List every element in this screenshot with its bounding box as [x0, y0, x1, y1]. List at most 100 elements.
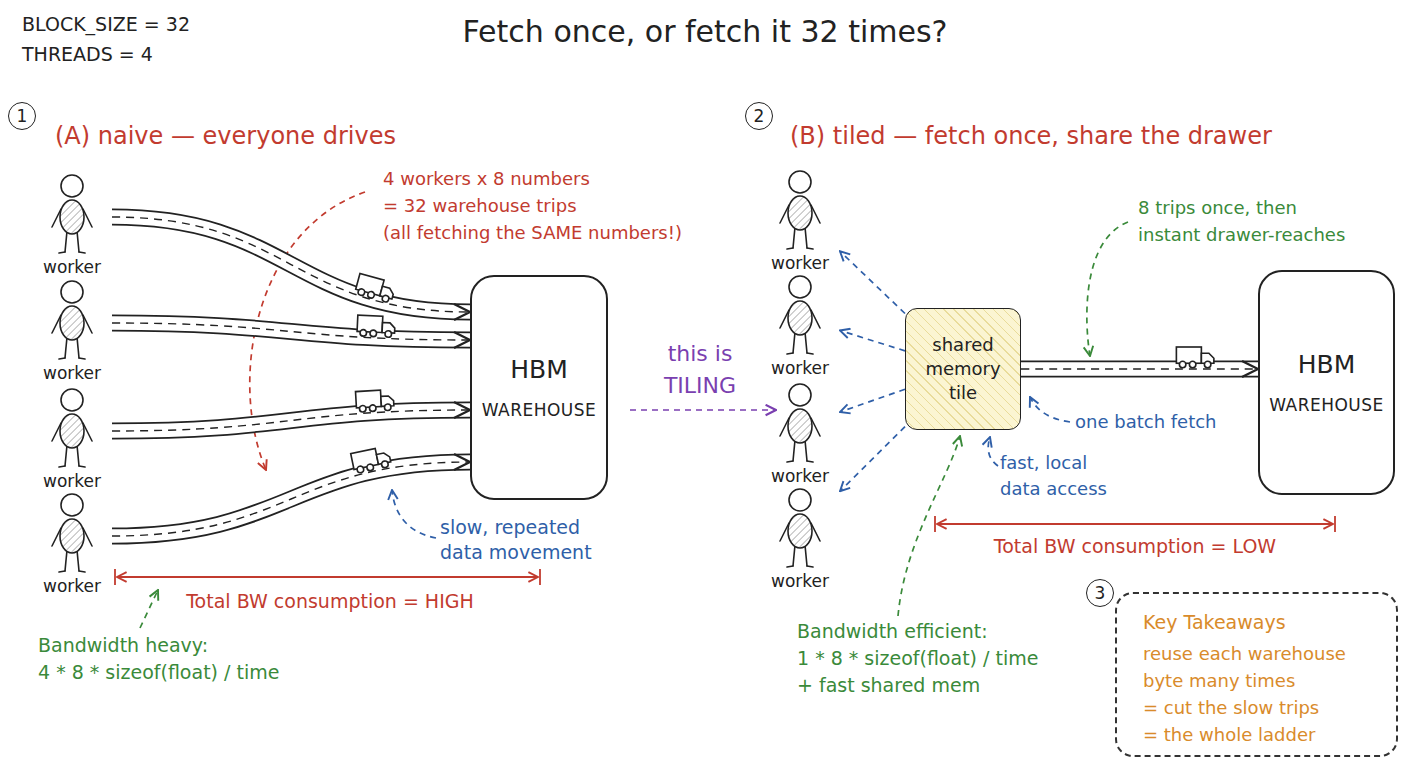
annotation-label: 4 workers x 8 numbers = 32 warehouse tri…	[383, 165, 682, 246]
dimension-tick	[934, 516, 936, 532]
figure-head	[789, 384, 811, 406]
text-line: 1 * 8 * sizeof(float) / time	[797, 645, 1038, 672]
figure-limb	[77, 445, 79, 466]
truck-wheel	[367, 291, 375, 299]
worker-figure-node: worker	[32, 387, 112, 491]
annotation-label: this is TILING	[664, 338, 736, 402]
dimension-arrow	[117, 576, 538, 578]
node-body-text: WAREHOUSE	[1269, 395, 1384, 415]
road-centerline	[1021, 368, 1258, 369]
figure-limb	[77, 231, 79, 252]
node-text: worker	[760, 253, 840, 273]
dimension-arrow	[937, 523, 1333, 525]
truck-icon	[351, 446, 392, 474]
text-line: slow, repeated	[440, 515, 592, 540]
figure-limb	[59, 358, 65, 359]
dashed-arrow	[840, 251, 905, 313]
road-surface	[112, 410, 470, 431]
node-body-text: reuse each warehouse byte many times = c…	[1143, 640, 1386, 748]
figure-limb	[65, 231, 67, 252]
road-connector	[112, 410, 470, 431]
worker-figure-node: worker	[760, 382, 840, 486]
text-line: = cut the slow trips	[1143, 694, 1386, 721]
figure-head	[61, 389, 83, 411]
road-surface	[112, 323, 470, 340]
text-line: = 32 warehouse trips	[383, 192, 682, 219]
node-text: HBM	[1298, 350, 1356, 379]
truck-cargo	[356, 390, 382, 408]
figure-limb	[79, 358, 85, 359]
text-line: = the whole ladder	[1143, 721, 1386, 748]
worker-figure-node: worker	[760, 487, 840, 591]
callout-number: 1	[8, 102, 36, 130]
figure-limb	[59, 252, 65, 253]
truck-wheel	[370, 330, 377, 337]
truck-wheel	[359, 405, 366, 412]
leader-arrow	[988, 437, 998, 466]
text-line: TILING	[664, 370, 736, 402]
figure-limb	[65, 445, 67, 466]
text-line: 4 * 8 * sizeof(float) / time	[38, 659, 279, 686]
truck-wheel	[384, 404, 391, 411]
text-line: fast, local	[1000, 450, 1107, 476]
text-line: reuse each warehouse	[1143, 640, 1386, 667]
text-line: byte many times	[1143, 667, 1386, 694]
text-line: data access	[1000, 476, 1107, 502]
truck-wheel	[357, 288, 365, 296]
dimension-tick	[1334, 516, 1336, 532]
annotation-label: Total BW consumption = LOW	[994, 534, 1276, 559]
annotation-label: THREADS = 4	[22, 42, 153, 67]
figure-head	[61, 281, 83, 303]
hbm-warehouse-box: HBMWAREHOUSE	[470, 275, 608, 500]
road-edge	[112, 462, 470, 536]
annotation-label: Total BW consumption = HIGH	[186, 589, 474, 614]
road-edge	[112, 323, 470, 340]
figure-body	[788, 196, 812, 230]
truck-wheel	[1204, 361, 1211, 368]
leader-arrow	[1030, 397, 1070, 422]
worker-figure	[760, 169, 840, 253]
diagram-title: Fetch once, or fetch it 32 times?	[463, 14, 948, 49]
text-line: 8 trips once, then	[1138, 194, 1345, 221]
road-connector	[112, 323, 470, 340]
truck-wheel	[382, 295, 390, 303]
node-text: worker	[32, 257, 112, 277]
worker-figure-node: worker	[760, 169, 840, 273]
text-line: shared	[925, 333, 1000, 357]
worker-figure	[32, 173, 112, 257]
figure-limb	[59, 571, 65, 572]
text-line: + fast shared mem	[797, 672, 1038, 699]
figure-limb	[805, 227, 807, 248]
truck-wheel	[381, 460, 389, 468]
node-body-text: WAREHOUSE	[482, 400, 597, 420]
annotation-label: Bandwidth heavy: 4 * 8 * sizeof(float) /…	[38, 632, 279, 686]
figure-body	[60, 519, 84, 553]
node-text: worker	[760, 358, 840, 378]
text-line: this is	[664, 338, 736, 370]
road-centerline	[112, 323, 470, 340]
text-line: memory	[925, 357, 1000, 381]
leader-arrow	[1087, 222, 1128, 356]
figure-limb	[807, 248, 813, 249]
worker-figure-node: worker	[32, 492, 112, 596]
annotation-label: slow, repeated data movement	[440, 515, 592, 565]
figure-body	[788, 514, 812, 548]
node-text: worker	[32, 363, 112, 383]
node-text: worker	[32, 576, 112, 596]
figure-head	[789, 171, 811, 193]
dashed-connector	[840, 251, 905, 313]
figure-limb	[65, 550, 67, 571]
figure-head	[61, 494, 83, 516]
worker-figure-node: worker	[32, 279, 112, 383]
figure-limb	[787, 248, 793, 249]
dimension-tick	[539, 569, 541, 585]
figure-limb	[807, 566, 813, 567]
dashed-arrow	[840, 331, 905, 351]
node-text: 1	[17, 106, 28, 126]
dashed-connector	[840, 427, 905, 492]
truck-wheel	[369, 405, 376, 412]
node-text: Key Takeaways	[1143, 608, 1386, 636]
figure-limb	[787, 461, 793, 462]
annotation-label: one batch fetch	[1075, 410, 1217, 433]
truck-wheel	[1179, 361, 1186, 368]
